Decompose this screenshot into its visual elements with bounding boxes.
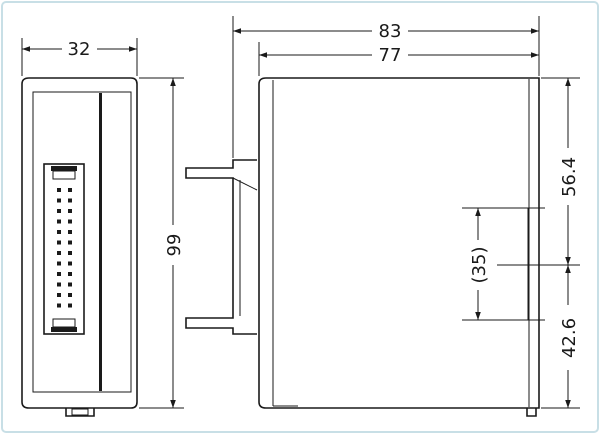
side-body-rear-foot xyxy=(526,408,537,417)
connector-body xyxy=(43,163,85,335)
rail-width-label: (35) xyxy=(469,247,490,284)
connector-pin xyxy=(57,272,61,276)
connector-pin xyxy=(57,261,61,266)
body-depth-label: 77 xyxy=(379,45,402,66)
front-view-outline xyxy=(21,77,138,409)
connector-pin xyxy=(68,251,72,255)
connector-pin xyxy=(57,240,61,245)
side-body-outline xyxy=(258,77,540,409)
overall-depth-label: 83 xyxy=(379,21,402,42)
connector-pin xyxy=(68,219,72,224)
connector-pin xyxy=(57,251,61,255)
connector-pin xyxy=(57,219,61,224)
connector-pin xyxy=(68,198,72,203)
connector-pin xyxy=(68,188,72,192)
connector-pin xyxy=(57,303,61,308)
lower-offset-label: 42.6 xyxy=(559,318,580,358)
front-height-label: 99 xyxy=(164,234,185,257)
din-clip xyxy=(185,159,257,335)
connector-top-block xyxy=(52,170,76,180)
connector-pin xyxy=(68,272,72,276)
side-view: 83 77 56.4 42.6 (35) xyxy=(185,16,580,417)
din-clip-hook-top xyxy=(232,177,258,191)
connector-pin xyxy=(57,188,61,192)
connector-pin xyxy=(57,282,61,287)
connector-pin xyxy=(57,230,61,234)
connector-pin xyxy=(68,209,72,213)
rail-width-dimension: (35) xyxy=(469,208,490,320)
front-height-dimension: 99 xyxy=(139,77,185,409)
body-depth-dimension: 77 xyxy=(258,42,539,76)
connector-pin xyxy=(68,282,72,287)
bottom-tab-slot xyxy=(71,408,89,416)
connector-pin xyxy=(57,209,61,213)
connector-pin xyxy=(57,198,61,203)
connector-pin xyxy=(68,261,72,266)
connector-latch-top xyxy=(51,166,77,171)
connector-pin xyxy=(68,293,72,297)
upper-offset-label: 56.4 xyxy=(559,157,580,197)
front-width-dimension: 32 xyxy=(21,38,138,76)
bottom-tab xyxy=(65,408,95,417)
front-panel-divider xyxy=(99,93,102,391)
connector-bottom-block xyxy=(52,318,76,328)
connector-pin xyxy=(68,303,72,308)
connector-pin-grid xyxy=(57,188,72,308)
connector-latch-bottom xyxy=(51,327,77,332)
connector-pin xyxy=(57,293,61,297)
overall-depth-dimension: 83 xyxy=(232,16,540,158)
rail-offset-dimensions: 56.4 42.6 xyxy=(541,77,580,409)
front-panel-inset xyxy=(32,91,132,393)
front-connector xyxy=(43,163,85,335)
connector-pin xyxy=(68,240,72,245)
connector-pin xyxy=(68,230,72,234)
front-view: 32 99 xyxy=(21,38,185,417)
front-width-label: 32 xyxy=(68,39,91,60)
